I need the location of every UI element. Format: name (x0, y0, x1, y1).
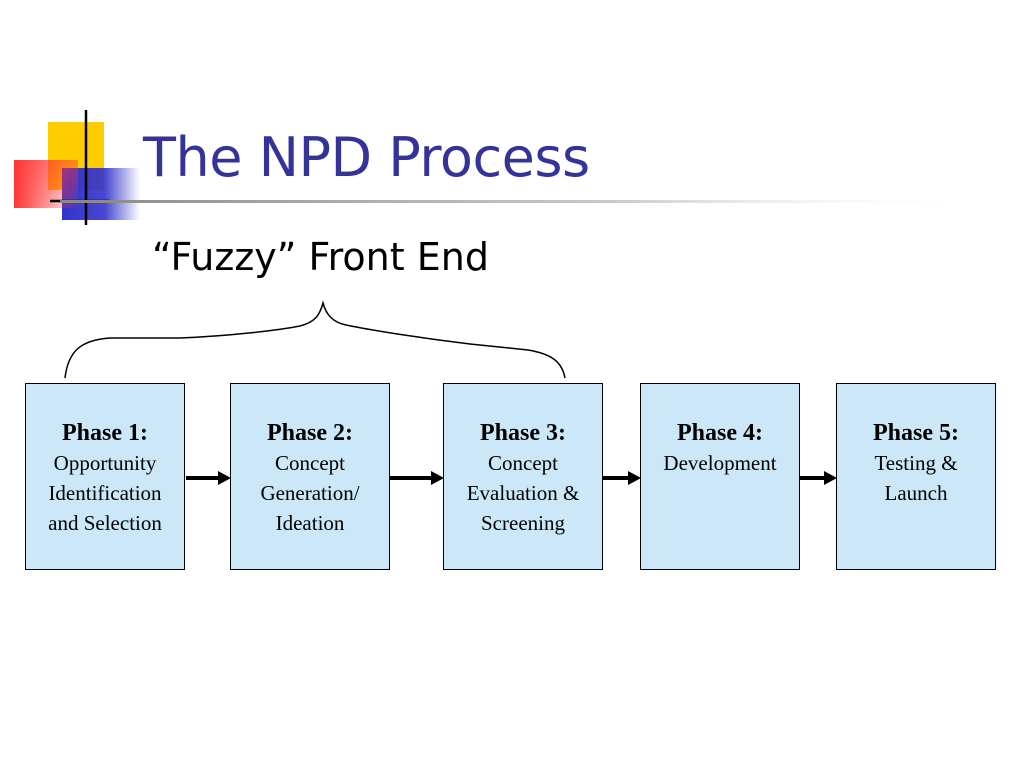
phase-line: and Selection (48, 511, 162, 535)
phase-line: Ideation (275, 511, 345, 535)
phase-line: Concept (275, 451, 345, 475)
phase-line: Generation/ (260, 481, 360, 505)
phase-description: Development (641, 448, 799, 478)
phase-line: Evaluation & (466, 481, 580, 505)
phase-title: Phase 2: (267, 420, 353, 446)
phase-description: Opportunity Identification and Selection (26, 448, 184, 538)
phase-description: Testing & Launch (837, 448, 995, 508)
phase-title: Phase 1: (62, 420, 148, 446)
phase-title: Phase 3: (480, 420, 566, 446)
title-underline (60, 200, 980, 203)
arrow-right-icon (799, 471, 837, 485)
phase-box-1: Phase 1: Opportunity Identification and … (25, 383, 185, 570)
phase-title: Phase 5: (873, 420, 959, 446)
phase-line: Launch (884, 481, 948, 505)
phase-description: Concept Evaluation & Screening (444, 448, 602, 538)
phase-box-3: Phase 3: Concept Evaluation & Screening (443, 383, 603, 570)
phase-line: Identification (48, 481, 162, 505)
phase-description: Concept Generation/ Ideation (231, 448, 389, 538)
phase-box-4: Phase 4: Development (640, 383, 800, 570)
phase-box-2: Phase 2: Concept Generation/ Ideation (230, 383, 390, 570)
phase-line: Screening (481, 511, 565, 535)
phase-line: Development (663, 451, 777, 475)
arrow-right-icon (603, 471, 641, 485)
decorative-logo (14, 110, 140, 225)
arrow-right-icon (186, 471, 231, 485)
phase-line: Testing & (874, 451, 958, 475)
phase-box-5: Phase 5: Testing & Launch (836, 383, 996, 570)
phase-title: Phase 4: (677, 420, 763, 446)
fuzzy-front-end-label: “Fuzzy” Front End (152, 235, 489, 279)
phase-line: Opportunity (53, 451, 157, 475)
slide-title: The NPD Process (143, 126, 590, 189)
arrow-right-icon (390, 471, 444, 485)
phase-line: Concept (488, 451, 558, 475)
